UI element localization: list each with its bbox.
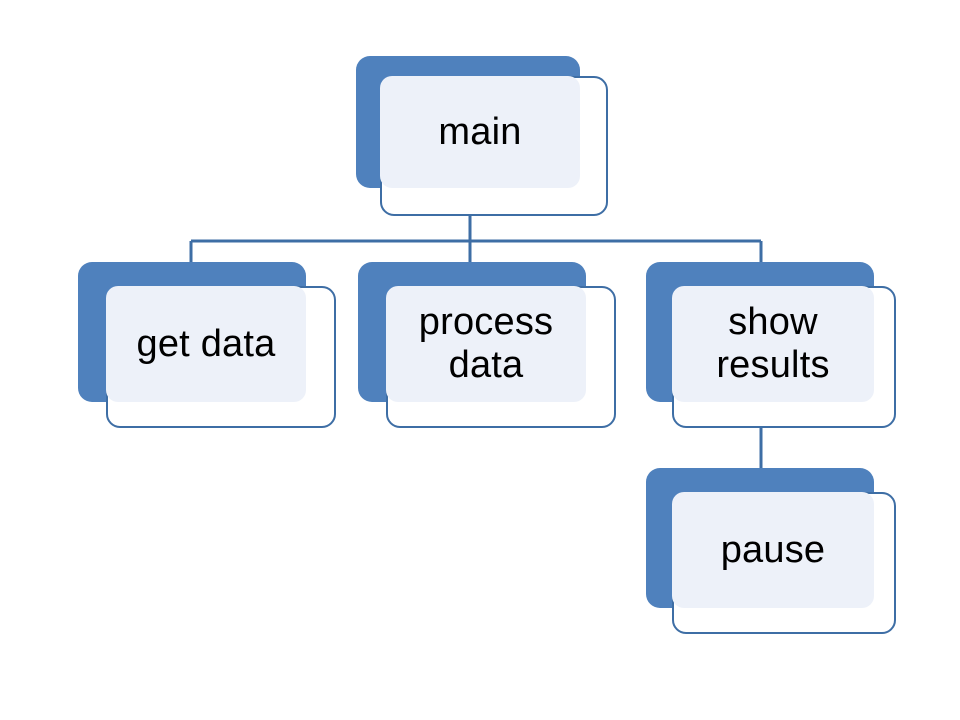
node-show-results-label: show results — [716, 301, 830, 386]
node-pause-label: pause — [720, 528, 826, 571]
node-pause-inner-fill — [672, 492, 874, 608]
node-main-label: main — [438, 110, 522, 153]
node-process-data-label: process data — [418, 301, 554, 386]
node-show-results-inner-fill — [672, 286, 874, 402]
node-get-data-inner-fill — [106, 286, 306, 402]
node-process-data-inner-fill — [386, 286, 586, 402]
node-main-inner-fill — [380, 76, 580, 188]
node-get-data-label: get data — [136, 322, 276, 365]
